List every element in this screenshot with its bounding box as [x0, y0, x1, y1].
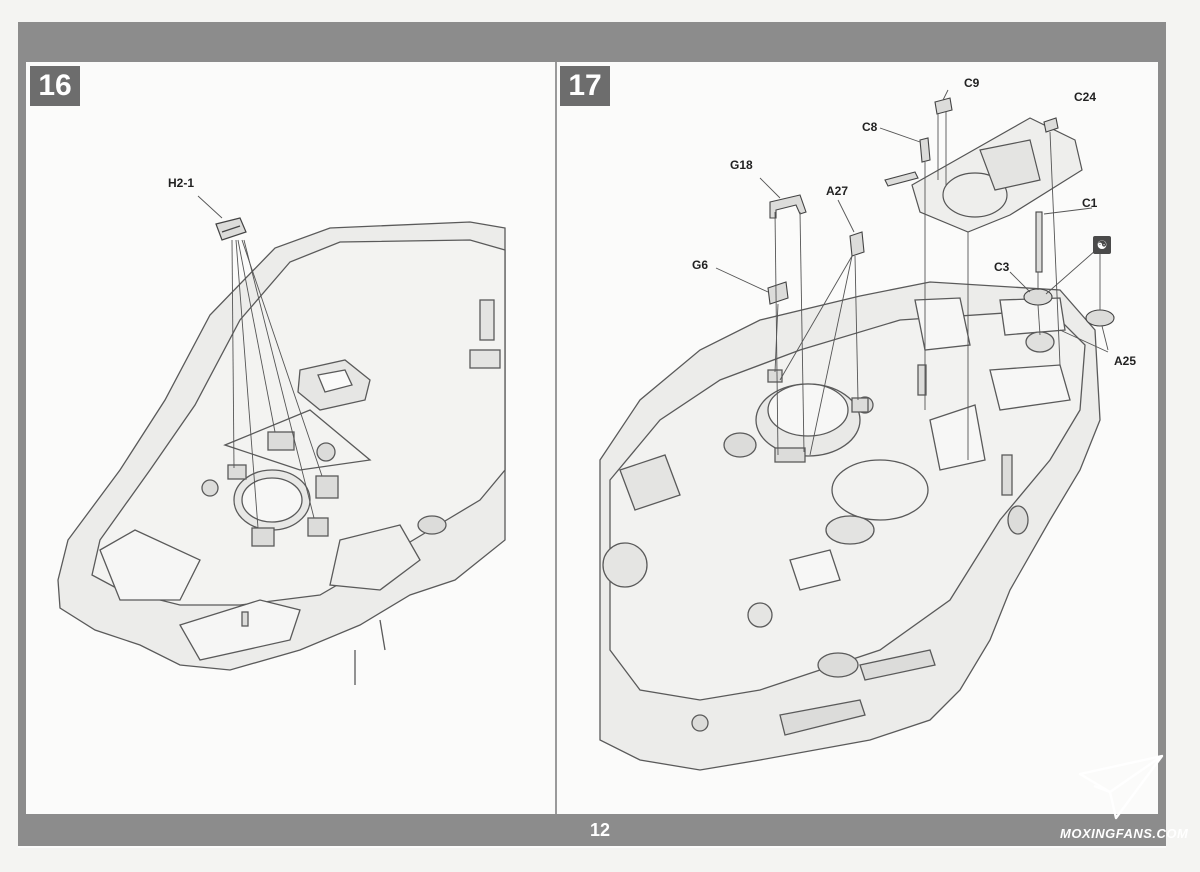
- part-label-c24: C24: [1074, 90, 1097, 104]
- part-label-c1: C1: [1082, 196, 1098, 210]
- part-label-h2-1: H2-1: [168, 176, 195, 190]
- step-16-number: 16: [30, 66, 80, 106]
- top-band: [18, 22, 1166, 62]
- panel-divider: [555, 62, 557, 814]
- part-label-a25: A25: [1114, 354, 1137, 368]
- step-17-number: 17: [560, 66, 610, 106]
- part-label-g6: G6: [692, 258, 709, 272]
- part-label-g18: G18: [730, 158, 753, 172]
- left-band: [18, 22, 26, 846]
- adhesive-symbol-icon: ☯: [1093, 236, 1111, 254]
- bottom-band: [18, 814, 1166, 846]
- part-label-a27: A27: [826, 184, 849, 198]
- page-number: 12: [589, 820, 611, 840]
- right-band: [1158, 22, 1166, 846]
- part-label-c9: C9: [964, 76, 980, 90]
- part-label-c3: C3: [994, 260, 1010, 274]
- part-label-c8: C8: [862, 120, 878, 134]
- paper-plane-logo-icon: [1078, 754, 1164, 820]
- watermark-text: MOXINGFANS.COM: [1060, 826, 1189, 841]
